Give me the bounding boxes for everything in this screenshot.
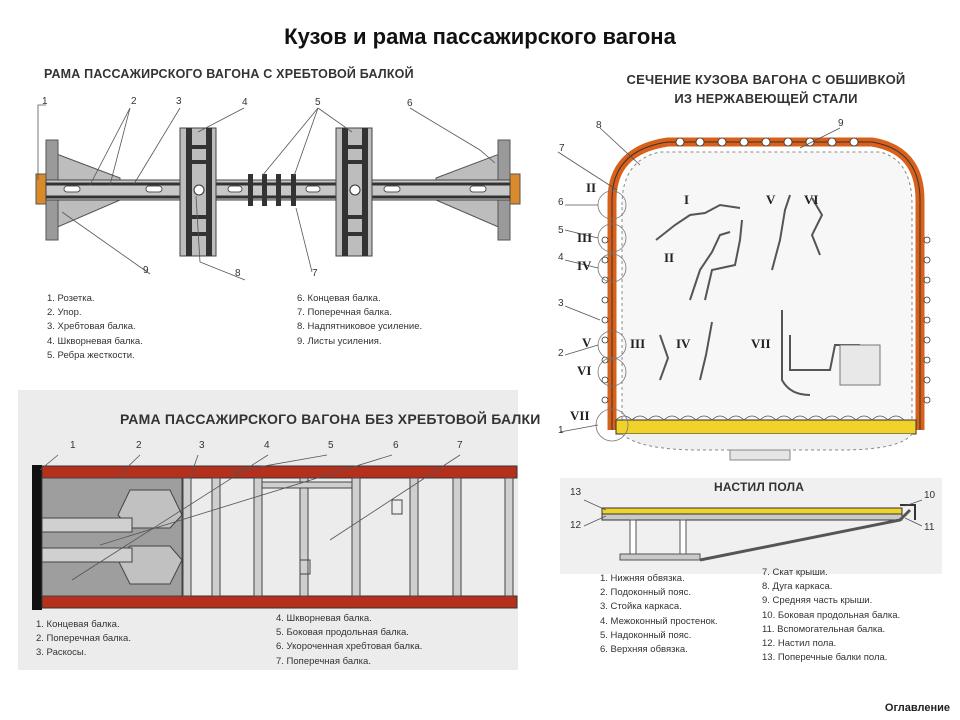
side-beam-bottom <box>41 595 518 609</box>
legend-item: 10. Боковая продольная балка. <box>762 609 901 621</box>
legend-item: 1. Концевая балка. <box>36 619 120 630</box>
callout-7: 7 <box>457 440 463 451</box>
legend-item: 5. Боковая продольная балка. <box>276 627 409 639</box>
callout-6: 6 <box>558 197 564 208</box>
legend-item: 2. Упор. <box>47 307 82 319</box>
legend-item: 2. Поперечная балка. <box>36 633 131 645</box>
legend-item: 4. Межоконный простенок. <box>600 615 718 627</box>
detail-label: VI <box>577 363 592 378</box>
side-beam-top <box>41 465 518 479</box>
legend-item: 9. Листы усиления. <box>297 335 382 347</box>
frame-without-beam-heading: РАМА ПАССАЖИРСКОГО ВАГОНА БЕЗ ХРЕБТОВОЙ … <box>120 411 541 427</box>
legend-item: 7. Поперечная балка. <box>276 655 371 667</box>
legend-item: 6. Укороченная хребтовая балка. <box>276 641 423 653</box>
callout-4: 4 <box>558 252 564 263</box>
callout-13: 13 <box>570 487 582 498</box>
callout-12: 12 <box>570 520 582 531</box>
legend-item: 4. Шкворневая балка. <box>47 335 143 347</box>
detail-label: III <box>630 336 646 351</box>
end-beam <box>32 465 42 610</box>
callout-3: 3 <box>558 298 564 309</box>
legend-item: 3. Стойка каркаса. <box>600 601 682 613</box>
section-heading-line1: СЕЧЕНИЕ КУЗОВА ВАГОНА С ОБШИВКОЙ <box>626 72 906 87</box>
legend-item: 9. Средняя часть крыши. <box>762 595 873 607</box>
legend-item: 5. Ребра жесткости. <box>47 349 135 361</box>
callout-2: 2 <box>136 440 142 451</box>
callout-5: 5 <box>558 225 564 236</box>
detail-label: III <box>577 230 593 245</box>
legend-item: 13. Поперечные балки пола. <box>762 652 888 664</box>
callout-3: 3 <box>199 440 205 451</box>
legend-item: 3. Раскосы. <box>36 647 87 659</box>
callout-11: 11 <box>924 522 935 533</box>
detail-label: IV <box>676 336 691 351</box>
legend-item: 8. Дуга каркаса. <box>762 581 833 593</box>
floor-heading: НАСТИЛ ПОЛА <box>714 480 805 494</box>
detail-label: V <box>582 335 592 350</box>
callout-3: 3 <box>176 96 182 107</box>
callout-7: 7 <box>312 268 318 279</box>
frame-with-beam-legend-left: 1. Розетка. 2. Упор. 3. Хребтовая балка.… <box>47 292 143 363</box>
frame-without-beam-legend-left: 1. Концевая балка. 2. Поперечная балка. … <box>36 618 131 661</box>
callout-4: 4 <box>242 97 248 108</box>
callout-1: 1 <box>558 425 564 436</box>
detail-label: V <box>766 192 776 207</box>
legend-item: 12. Настил пола. <box>762 638 837 650</box>
legend-item: 6. Верхняя обвязка. <box>600 644 688 656</box>
callout-5: 5 <box>315 97 321 108</box>
legend-item: 6. Концевая балка. <box>297 293 381 304</box>
legend-item: 1. Розетка. <box>47 293 95 304</box>
detail-label: VII <box>570 408 590 423</box>
legend-item: 7. Скат крыши. <box>762 567 828 578</box>
legend-item: 2. Подоконный пояс. <box>600 587 692 599</box>
detail-label: II <box>664 250 675 265</box>
detail-label: IV <box>577 258 592 273</box>
legend-item: 11. Вспомогательная балка. <box>762 623 886 635</box>
legend-item: 7. Поперечная балка. <box>297 307 392 319</box>
detail-label: II <box>586 180 597 195</box>
callout-4: 4 <box>264 440 270 451</box>
legend-item: 1. Нижняя обвязка. <box>600 573 685 584</box>
detail-label: I <box>684 192 690 207</box>
callout-6: 6 <box>393 440 399 451</box>
callout-2: 2 <box>131 96 137 107</box>
legend-item: 4. Шкворневая балка. <box>276 613 372 624</box>
contents-link[interactable]: Оглавление <box>884 702 950 714</box>
callout-2: 2 <box>558 348 564 359</box>
detail-label: VI <box>804 192 819 207</box>
section-heading-line2: ИЗ НЕРЖАВЕЮЩЕЙ СТАЛИ <box>674 91 858 106</box>
frame-with-beam-legend-right: 6. Концевая балка. 7. Поперечная балка. … <box>297 292 422 349</box>
callout-1: 1 <box>42 96 48 107</box>
detail-label: VII <box>751 336 771 351</box>
legend-item: 5. Надоконный пояс. <box>600 629 692 641</box>
callout-8: 8 <box>235 268 241 279</box>
body-legend-right: 7. Скат крыши. 8. Дуга каркаса. 9. Средн… <box>762 566 900 665</box>
frame-without-beam-legend-right: 4. Шкворневая балка. 5. Боковая продольн… <box>276 612 422 669</box>
callout-9: 9 <box>838 118 844 129</box>
frame-with-beam-heading: РАМА ПАССАЖИРСКОГО ВАГОНА С ХРЕБТОВОЙ БА… <box>44 67 414 81</box>
legend-item: 3. Хребтовая балка. <box>47 321 136 333</box>
page-title: Кузов и рама пассажирского вагона <box>284 24 676 49</box>
callout-9: 9 <box>143 265 149 276</box>
callout-5: 5 <box>328 440 334 451</box>
legend-item: 8. Надпятниковое усиление. <box>297 321 423 333</box>
callout-10: 10 <box>924 490 936 501</box>
callout-8: 8 <box>596 120 602 131</box>
callout-7: 7 <box>559 143 565 154</box>
callout-6: 6 <box>407 98 413 109</box>
callout-1: 1 <box>70 440 76 451</box>
body-legend-left: 1. Нижняя обвязка. 2. Подоконный пояс. 3… <box>600 572 718 657</box>
